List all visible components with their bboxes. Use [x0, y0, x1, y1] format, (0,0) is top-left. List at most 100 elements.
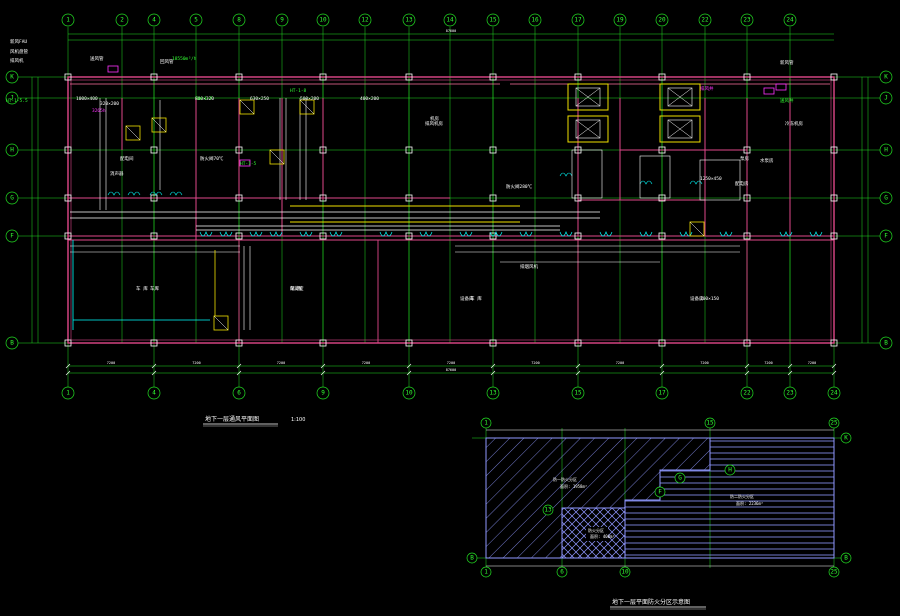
structural-column [489, 339, 497, 347]
fz-bubble-inner-label: H [728, 467, 732, 474]
axis-bubble-top-label: 24 [786, 17, 794, 24]
structural-column [405, 73, 413, 81]
dim-tick [65, 370, 71, 376]
equipment-shafts [107, 65, 787, 331]
plan-annotation: 消声器 [110, 170, 124, 177]
bottom-dimension-value: 7200 [531, 361, 539, 365]
structural-column [405, 339, 413, 347]
dim-tick [659, 363, 665, 369]
axis-bubble-bottom [402, 386, 416, 400]
plan-annotation: 800×320 [195, 96, 214, 102]
structural-column [574, 232, 582, 240]
fire-zone-label: 面积: 400m² [590, 533, 615, 539]
magenta-tag [763, 87, 775, 95]
plan-annotation: 18550m³/h [172, 56, 197, 62]
fz-bubble-inner-label: G [678, 475, 682, 482]
plan-scale: 1:100 [291, 417, 305, 423]
structural-column [658, 232, 666, 240]
plan-annotation: 送风管 [90, 55, 104, 62]
axis-bubble-bottom [783, 386, 797, 400]
axis-bubble-right [879, 70, 893, 84]
fire-zone-2 [624, 437, 835, 559]
plan-annotation: 500×200 [300, 96, 319, 102]
fz-bubble-inner [674, 472, 686, 484]
structural-column [64, 146, 72, 154]
axis-bubble-bottom [827, 386, 841, 400]
structural-column [405, 194, 413, 202]
axis-bubble-bottom [232, 386, 246, 400]
diffuser-symbol [329, 231, 343, 237]
room-equipment [699, 159, 741, 201]
axis-bubble-bottom [571, 386, 585, 400]
axis-bubble-bottom [740, 386, 754, 400]
axis-bubble-top-label: 5 [194, 17, 198, 24]
diffuser-symbol [419, 231, 433, 237]
structural-column [150, 339, 158, 347]
plan-annotation: 排风井 [700, 85, 714, 92]
plan-annotation: 1000×400 [76, 96, 98, 102]
axis-bubble-right-label: H [884, 147, 888, 154]
fire-zone-label: 面积: 2236m² [736, 500, 763, 506]
axis-bubble-bottom-label: 4 [152, 390, 156, 397]
room-name: 车 库 [136, 285, 148, 292]
axis-bubble-bottom-label: 10 [405, 390, 413, 397]
shaft [659, 83, 701, 111]
fz-bubble-top [828, 417, 840, 429]
axis-bubble-left [5, 70, 19, 84]
dim-tick [490, 363, 496, 369]
structural-column [235, 232, 243, 240]
structural-column [64, 339, 72, 347]
axis-bubble-top-label: 14 [446, 17, 454, 24]
axis-bubble-right-label: B [884, 340, 888, 347]
axis-bubble-bottom [61, 386, 75, 400]
structural-column [574, 339, 582, 347]
structural-column [235, 339, 243, 347]
diffuser-symbol [249, 231, 263, 237]
axis-bubble-bottom-label: 17 [658, 390, 666, 397]
axis-bubble-right-label: G [884, 195, 888, 202]
structural-column [743, 146, 751, 154]
structural-column [830, 146, 838, 154]
bottom-dimension-value: 7200 [192, 361, 200, 365]
axis-bubble-left [5, 336, 19, 350]
shaft [567, 115, 609, 143]
dim-tick [787, 363, 793, 369]
axis-bubble-right [879, 191, 893, 205]
fz-bubble-inner-label: F [658, 489, 662, 496]
axis-bubble-top [655, 13, 669, 27]
plan-annotation: HT-1-5 [240, 161, 257, 167]
diffuser-symbol [199, 231, 213, 237]
dim-tick [744, 363, 750, 369]
fz-bubble-right-label: B [844, 555, 848, 562]
bottom-dimension-value: 7200 [808, 361, 816, 365]
fan-box-diagonal [575, 87, 601, 107]
fan-box [575, 87, 601, 107]
diffuser-symbol [169, 191, 183, 196]
structural-column [489, 73, 497, 81]
diffuser-symbol [219, 231, 233, 237]
equipment-box [299, 99, 315, 115]
axis-bubble-top-label: 23 [743, 17, 751, 24]
structural-column [830, 73, 838, 81]
plan-annotation: 设备间 [460, 295, 474, 302]
diffuser-symbol [489, 231, 503, 237]
axis-bubble-top [316, 13, 330, 27]
equipment-diagonal [269, 149, 285, 165]
equipment-box [213, 315, 229, 331]
axis-bubble-bottom [316, 386, 330, 400]
dim-tick [744, 370, 750, 376]
air-ducts [70, 83, 830, 330]
axis-bubble-right-label: K [884, 74, 888, 81]
plan-annotation: 风机盘管 [10, 48, 28, 55]
dim-tick [831, 370, 837, 376]
plan-annotation: HT-1-5.5 [6, 98, 28, 104]
axis-bubble-top-label: 16 [531, 17, 539, 24]
axis-bubble-left-label: H [10, 147, 14, 154]
structural-column [150, 194, 158, 202]
equipment-box [151, 117, 167, 133]
plan-annotation: 回风管 [160, 58, 174, 65]
axis-bubble-left-label: F [10, 233, 14, 240]
dim-tick [406, 370, 412, 376]
